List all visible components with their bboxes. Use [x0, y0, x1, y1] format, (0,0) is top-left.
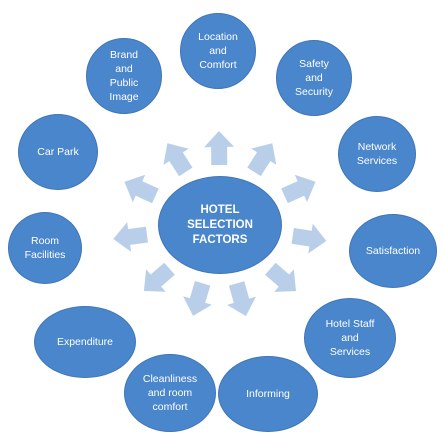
- factor-label: Room Facilities: [24, 235, 66, 261]
- factor-brand-public-image: Brand and Public Image: [86, 38, 162, 114]
- factor-label: Expenditure: [56, 336, 114, 348]
- factor-label: Hotel Staff and Services: [325, 318, 375, 358]
- arrow-car-park: [124, 174, 159, 204]
- factor-label: Network Services: [356, 141, 398, 167]
- factor-safety-security: Safety and Security: [276, 40, 352, 116]
- center-label: HOTEL SELECTION FACTORS: [187, 203, 253, 246]
- factor-car-park: Car Park: [18, 114, 98, 190]
- factor-label: Car Park: [37, 146, 79, 158]
- arrow-cleanliness-room-comfort: [183, 281, 212, 316]
- factor-label: Satisfaction: [365, 245, 421, 257]
- arrow-hotel-staff-services: [265, 262, 296, 292]
- arrow-informing: [227, 281, 256, 317]
- factor-cleanliness-room-comfort: Cleanliness and room comfort: [124, 354, 216, 432]
- arrow-brand-public-image: [163, 143, 193, 177]
- center-node: HOTEL SELECTION FACTORS: [158, 176, 282, 274]
- factor-label: Brand and Public Image: [109, 49, 139, 103]
- factor-label: Informing: [246, 388, 290, 400]
- arrow-network-services: [281, 174, 316, 204]
- factor-label: Location and Comfort: [198, 31, 238, 71]
- arrow-room-facilities: [113, 222, 148, 252]
- factor-location-comfort: Location and Comfort: [180, 13, 256, 89]
- arrow-expenditure: [143, 262, 175, 292]
- factor-informing: Informing: [218, 356, 318, 432]
- factor-satisfaction: Satisfaction: [349, 214, 437, 288]
- factor-room-facilities: Room Facilities: [8, 212, 82, 284]
- factor-label: Cleanliness and room comfort: [142, 373, 198, 413]
- arrow-safety-security: [247, 143, 277, 177]
- factor-label: Safety and Security: [295, 58, 333, 98]
- arrow-location-comfort: [204, 131, 235, 166]
- arrow-satisfaction: [291, 223, 327, 254]
- factor-expenditure: Expenditure: [34, 306, 136, 378]
- factor-network-services: Network Services: [338, 116, 416, 192]
- factor-hotel-staff-services: Hotel Staff and Services: [304, 298, 396, 378]
